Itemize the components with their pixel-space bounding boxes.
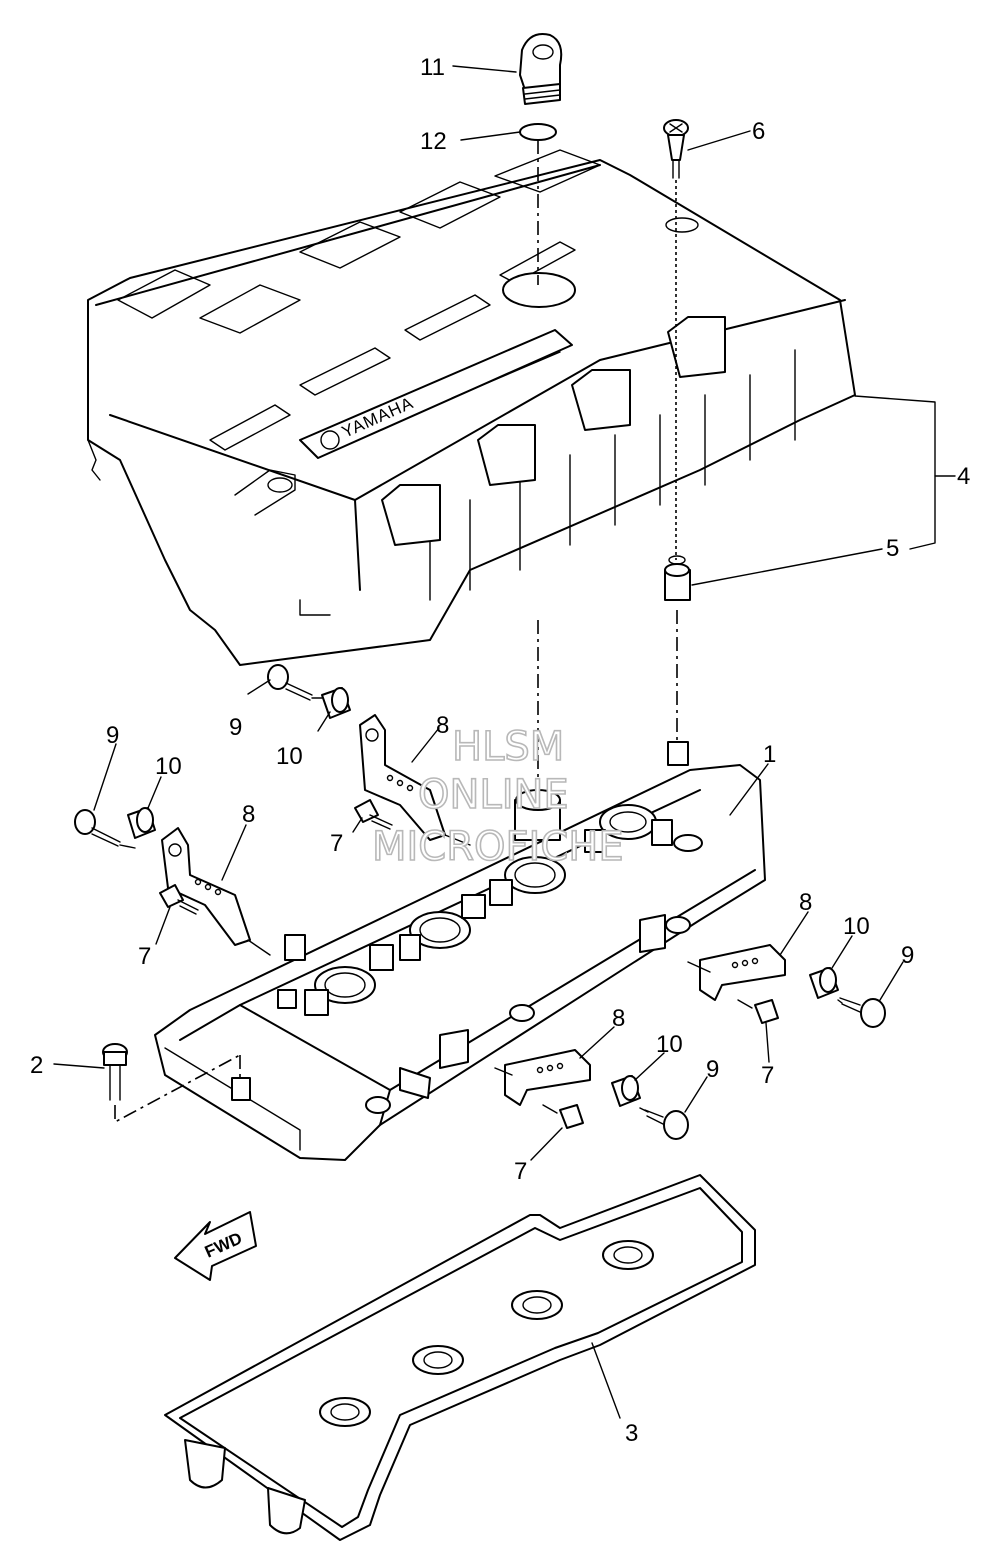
callout-9-lower: 9 [706,1056,719,1083]
forward-arrow-icon: FWD [174,1211,257,1281]
bolt-9-lower [644,1109,689,1140]
watermark: HLSM ONLINE MICROFICHE [371,723,624,871]
stay-bracket-right [699,944,786,1001]
bolt-7-right [737,999,779,1024]
callout-7-upper: 7 [330,830,343,857]
stay-bracket-lower [504,1049,591,1106]
callout-8-left: 8 [242,801,255,828]
callout-labels: 11 12 6 4 5 1 2 3 9 10 8 7 9 10 8 7 8 10… [30,54,970,1447]
callout-6: 6 [752,118,765,145]
leader-lines [53,65,956,1419]
callout-9-left: 9 [106,722,119,749]
watermark-line-3: MICROFICHE [372,824,624,870]
callout-9-right: 9 [901,942,914,969]
callout-8-right: 8 [799,889,812,916]
watermark-line-1: HLSM [452,724,564,770]
callout-8-upper: 8 [436,712,449,739]
callout-5: 5 [886,535,899,562]
bolt-9-upper [267,664,313,701]
collar-lower [611,1075,641,1107]
callout-7-right: 7 [761,1062,774,1089]
bolt-9-right [839,997,886,1028]
oil-filler-cap [519,33,563,105]
bolt-7-upper [354,799,393,830]
callout-10-upper: 10 [276,743,303,770]
stay-bracket-upper-left [359,714,446,841]
callout-12: 12 [420,128,447,155]
callout-11: 11 [420,54,445,81]
stay-bracket-left [161,827,251,946]
collar-left [127,807,156,839]
head-cover-gasket [164,1174,756,1541]
callout-2: 2 [30,1052,43,1079]
o-ring [519,123,557,141]
callout-9-upper: 9 [229,714,242,741]
damper-screw [663,119,689,179]
collar-upper [321,687,351,719]
watermark-line-2: ONLINE [418,772,569,818]
damper-grommet [664,555,691,601]
bolt-2 [102,1043,128,1101]
callout-4: 4 [957,463,970,490]
engine-top-cover: YAMAHA [87,149,856,666]
bolt-7-lower [542,1104,584,1129]
cylinder-head-cover [154,741,766,1161]
callout-8-lower: 8 [612,1005,625,1032]
callout-10-left: 10 [155,753,182,780]
callout-10-right: 10 [843,913,870,940]
collar-right [809,967,839,999]
callout-7-left: 7 [138,943,151,970]
callout-10-lower: 10 [656,1031,683,1058]
callout-3: 3 [625,1420,638,1447]
bolt-9-left [74,809,121,847]
bolt-7-left [159,884,199,915]
assembly-center-lines [114,140,843,1124]
callout-1: 1 [763,741,776,768]
callout-7-lower: 7 [514,1158,527,1185]
